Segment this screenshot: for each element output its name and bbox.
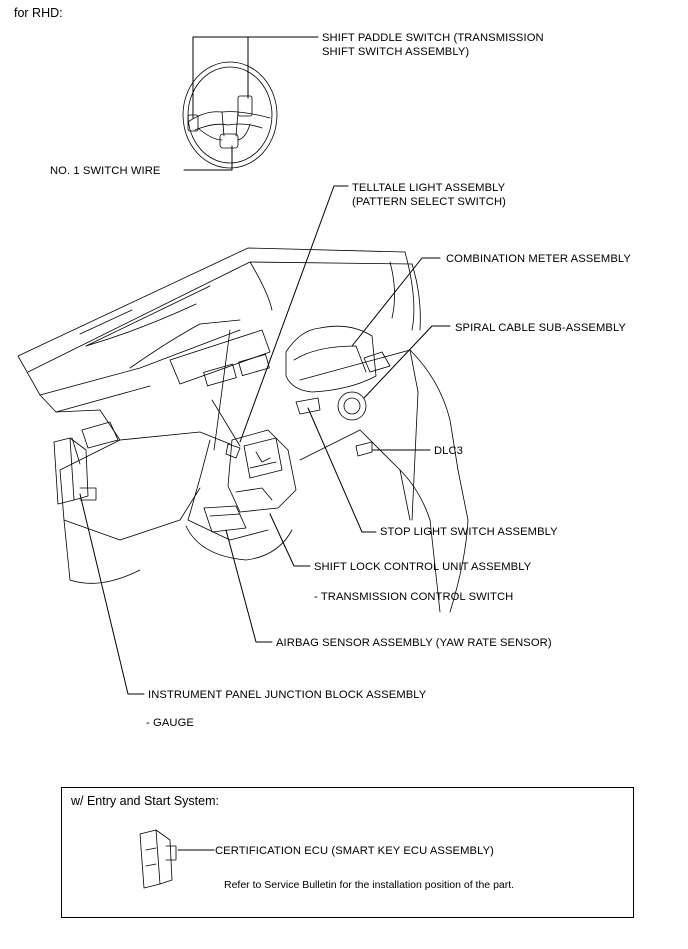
label-shift-lock-control: SHIFT LOCK CONTROL UNIT ASSEMBLY bbox=[314, 561, 532, 573]
label-certification-ecu: CERTIFICATION ECU (SMART KEY ECU ASSEMBL… bbox=[215, 845, 494, 857]
label-stop-light-switch: STOP LIGHT SWITCH ASSEMBLY bbox=[380, 526, 558, 538]
label-shift-paddle-switch: SHIFT PADDLE SWITCH (TRANSMISSION bbox=[322, 32, 544, 44]
label-gauge: - GAUGE bbox=[146, 717, 194, 729]
label-transmission-control-switch: - TRANSMISSION CONTROL SWITCH bbox=[314, 591, 514, 603]
label-combination-meter: COMBINATION METER ASSEMBLY bbox=[446, 253, 631, 265]
leader-lines bbox=[79, 36, 451, 695]
label-telltale-light: TELLTALE LIGHT ASSEMBLY bbox=[352, 182, 506, 194]
label-shift-paddle-switch-cont: SHIFT SWITCH ASSEMBLY) bbox=[322, 46, 470, 58]
label-switch-wire: NO. 1 SWITCH WIRE bbox=[50, 165, 161, 177]
label-dlc3: DLC3 bbox=[434, 445, 464, 457]
page-heading: for RHD: bbox=[14, 6, 63, 20]
shift-console-illustration bbox=[203, 429, 297, 533]
installation-note: Refer to Service Bulletin for the instal… bbox=[224, 879, 515, 891]
label-junction-block: INSTRUMENT PANEL JUNCTION BLOCK ASSEMBLY bbox=[148, 689, 427, 701]
entry-box-title: w/ Entry and Start System: bbox=[71, 794, 219, 808]
label-spiral-cable: SPIRAL CABLE SUB-ASSEMBLY bbox=[455, 322, 626, 334]
steering-wheel-illustration bbox=[182, 61, 278, 169]
combination-meter-illustration bbox=[285, 325, 391, 457]
label-telltale-light-cont: (PATTERN SELECT SWITCH) bbox=[352, 196, 506, 208]
label-airbag-sensor: AIRBAG SENSOR ASSEMBLY (YAW RATE SENSOR) bbox=[276, 637, 552, 649]
dashboard-illustration bbox=[17, 247, 469, 613]
entry-start-system-box: w/ Entry and Start System: CERTIFICATION… bbox=[61, 787, 634, 918]
certification-ecu-illustration bbox=[139, 829, 215, 889]
